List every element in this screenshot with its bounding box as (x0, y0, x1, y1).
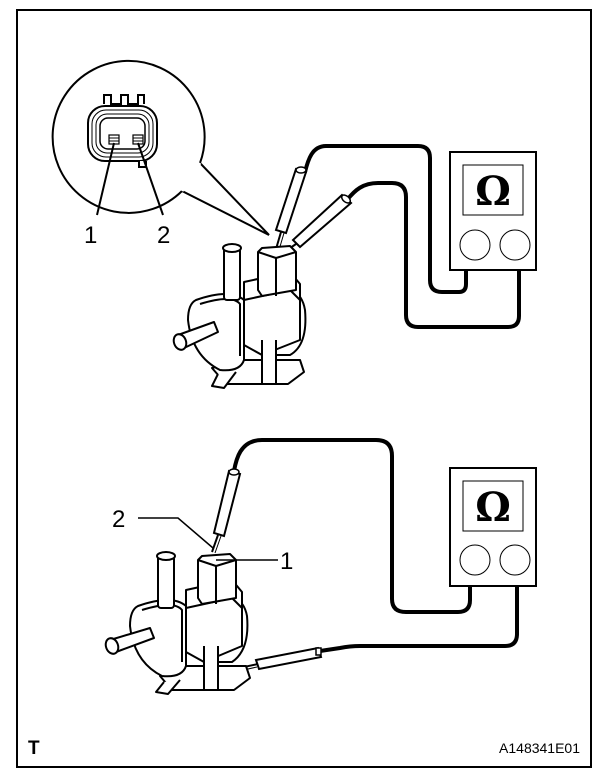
probe-wire-1 (232, 438, 472, 614)
terminal-2 (132, 134, 144, 145)
callout-leader-2 (138, 517, 214, 549)
terminal-label-1: 1 (84, 222, 97, 249)
callout-label-1: 1 (280, 548, 293, 575)
probe-wire-1 (303, 144, 468, 294)
connector-magnifier: 1 2 (51, 59, 270, 249)
corner-code: T (28, 738, 40, 759)
meter-display (462, 480, 524, 532)
meter-jack-left (459, 229, 491, 261)
bottom-ohmmeter: Ω (449, 467, 537, 587)
figure-id: A148341E01 (499, 740, 580, 756)
bottom-solenoid-valve (104, 551, 251, 695)
callout-label-2: 2 (112, 506, 125, 533)
leader-line-1 (96, 142, 115, 216)
top-probe-1 (274, 166, 308, 251)
ohm-symbol: Ω (475, 484, 511, 531)
bottom-probe-1 (211, 468, 242, 554)
terminal-label-2: 2 (157, 222, 170, 249)
terminal-1 (108, 134, 120, 145)
leader-line-2 (137, 142, 164, 216)
probe-wire-2 (345, 181, 521, 329)
meter-jack-right (499, 229, 531, 261)
top-solenoid-valve (172, 243, 307, 389)
bottom-diagram: 2 1 Ω (104, 438, 537, 695)
magnifier-bubble (51, 59, 270, 236)
probe-wire-2 (318, 584, 519, 653)
top-ohmmeter: Ω (449, 151, 537, 271)
top-wires (303, 144, 521, 329)
figure-frame (16, 9, 592, 768)
ohm-symbol: Ω (475, 168, 511, 215)
meter-jack-right (499, 544, 531, 576)
top-diagram: 1 2 (51, 59, 537, 389)
bottom-wires (232, 438, 519, 653)
meter-display (462, 164, 524, 216)
meter-jack-left (459, 544, 491, 576)
